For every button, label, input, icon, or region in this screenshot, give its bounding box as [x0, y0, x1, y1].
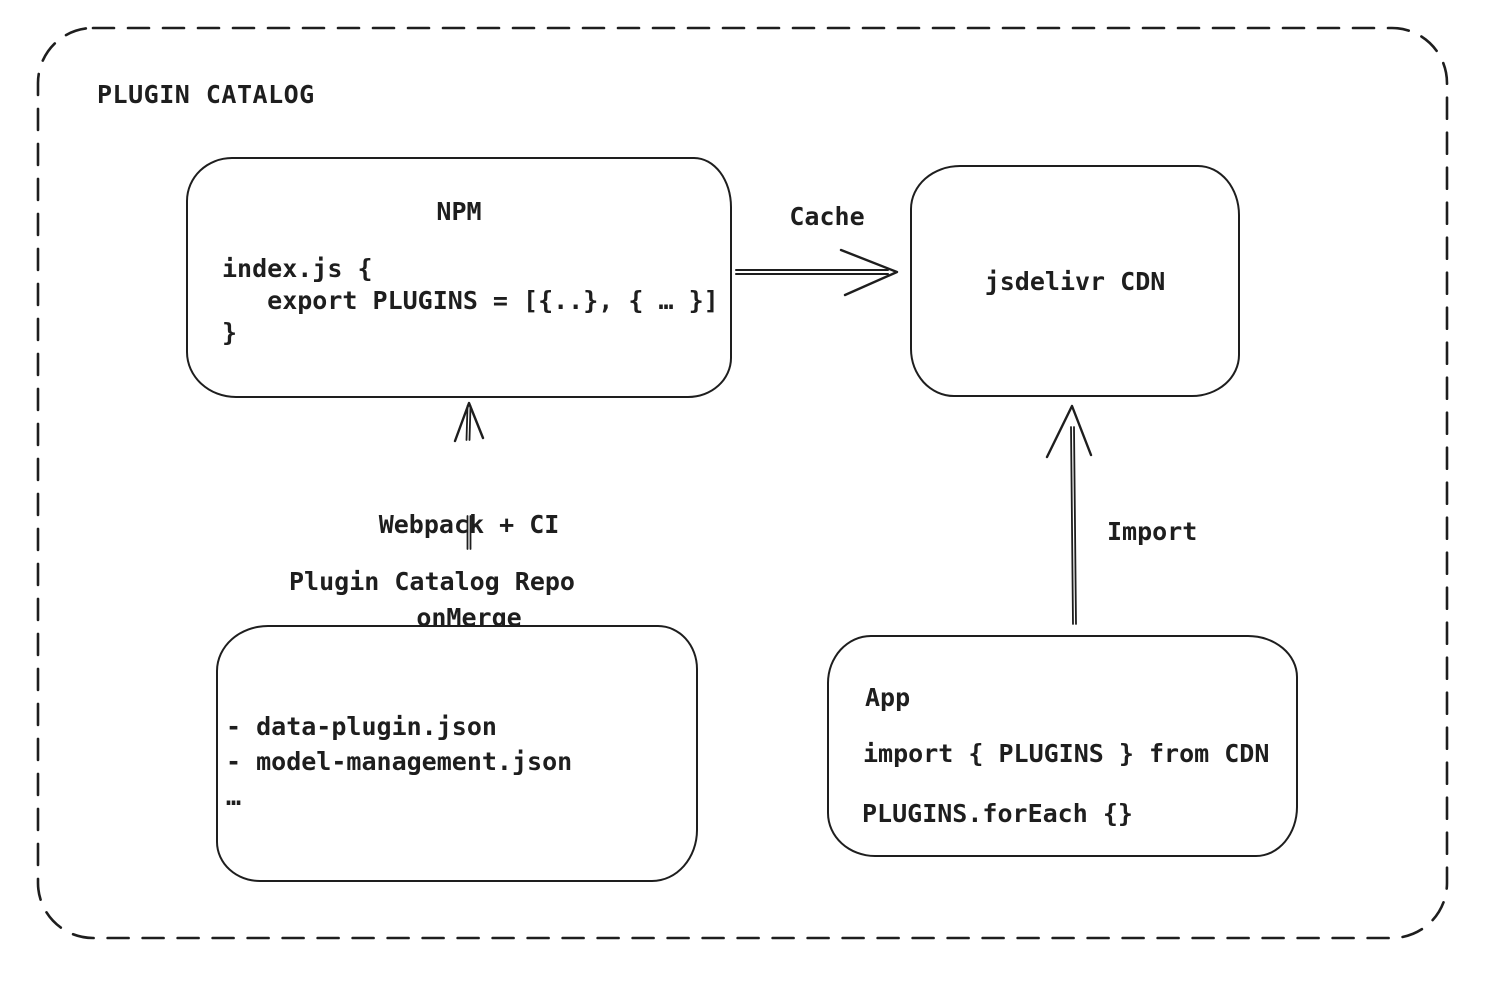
- npm-code-line: }: [222, 318, 238, 347]
- node-npm[interactable]: NPM index.js { export PLUGINS = [{..}, {…: [186, 157, 732, 398]
- build-arrow[interactable]: [453, 401, 485, 550]
- frame-title: PLUGIN CATALOG: [97, 80, 315, 109]
- import-edge-label: Import: [1107, 517, 1198, 546]
- app-code-line: import { PLUGINS } from CDN: [863, 739, 1270, 768]
- repo-node-label: Plugin Catalog Repo: [289, 567, 575, 596]
- app-title: App: [865, 683, 911, 712]
- plugin-catalog-frame[interactable]: [36, 26, 1449, 940]
- import-arrow[interactable]: [1045, 404, 1093, 625]
- repo-file-list: - data-plugin.json - model-management.js…: [226, 709, 572, 814]
- repo-file-item: - model-management.json: [226, 747, 573, 776]
- repo-file-item: …: [226, 782, 242, 811]
- npm-code-block: index.js { export PLUGINS = [{..}, { … }…: [222, 253, 719, 349]
- cdn-title: jsdelivr CDN: [984, 266, 1166, 296]
- node-jsdelivr-cdn[interactable]: jsdelivr CDN: [910, 165, 1240, 397]
- npm-code-line: index.js {: [222, 254, 373, 283]
- build-edge-label-line1: Webpack + CI: [378, 510, 560, 539]
- app-code-line: PLUGINS.forEach {}: [862, 799, 1133, 828]
- npm-title: NPM: [436, 197, 482, 226]
- cache-edge-label: Cache: [789, 202, 865, 231]
- cache-arrow[interactable]: [735, 248, 899, 297]
- node-plugin-catalog-repo[interactable]: - data-plugin.json - model-management.js…: [216, 625, 698, 882]
- npm-code-line: export PLUGINS = [{..}, { … }]: [222, 286, 719, 315]
- repo-file-item: - data-plugin.json: [226, 712, 497, 741]
- node-app[interactable]: App import { PLUGINS } from CDN PLUGINS.…: [827, 635, 1298, 857]
